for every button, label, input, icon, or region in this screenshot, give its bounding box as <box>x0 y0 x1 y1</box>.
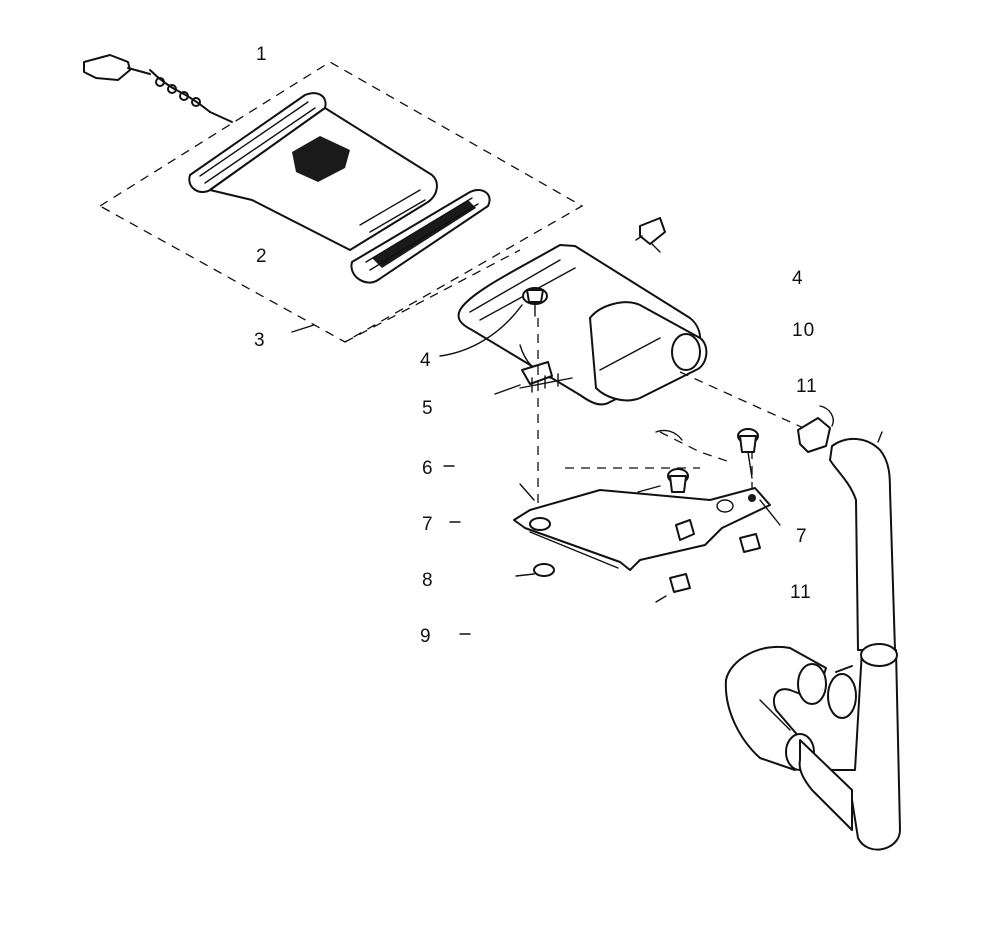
assembly-lines <box>537 318 809 520</box>
mounting-bracket <box>513 487 771 571</box>
clip-5 <box>519 361 573 393</box>
callout-10: 10 <box>792 320 815 341</box>
callout-6: 6 <box>422 458 434 479</box>
callout-7-left: 7 <box>422 514 434 535</box>
callout-4-right: 4 <box>792 268 804 289</box>
power-cord <box>83 54 233 123</box>
hose-clamp <box>797 405 834 453</box>
callout-2: 2 <box>256 246 268 267</box>
callout-4-left: 4 <box>420 350 432 371</box>
callout-9: 9 <box>420 626 432 647</box>
callout-7-right: 7 <box>796 526 808 547</box>
callouts: 1 2 3 4 4 10 11 5 6 7 7 8 11 9 <box>254 44 818 647</box>
motor-housing <box>457 244 708 406</box>
hose-ring-clamp <box>827 665 857 719</box>
upper-housing <box>209 107 438 251</box>
callout-5: 5 <box>422 398 434 419</box>
bracket-screws <box>515 428 761 603</box>
leader-lines <box>291 304 781 635</box>
callout-11-top: 11 <box>796 376 818 397</box>
callout-11-bottom: 11 <box>790 582 812 603</box>
hose <box>724 431 901 851</box>
callout-3: 3 <box>254 330 266 351</box>
upper-assembly-plane <box>98 61 584 343</box>
callout-1: 1 <box>256 44 268 65</box>
screw-right <box>635 217 666 253</box>
callout-8: 8 <box>422 570 434 591</box>
filter <box>350 188 491 284</box>
screw-left <box>522 287 548 317</box>
